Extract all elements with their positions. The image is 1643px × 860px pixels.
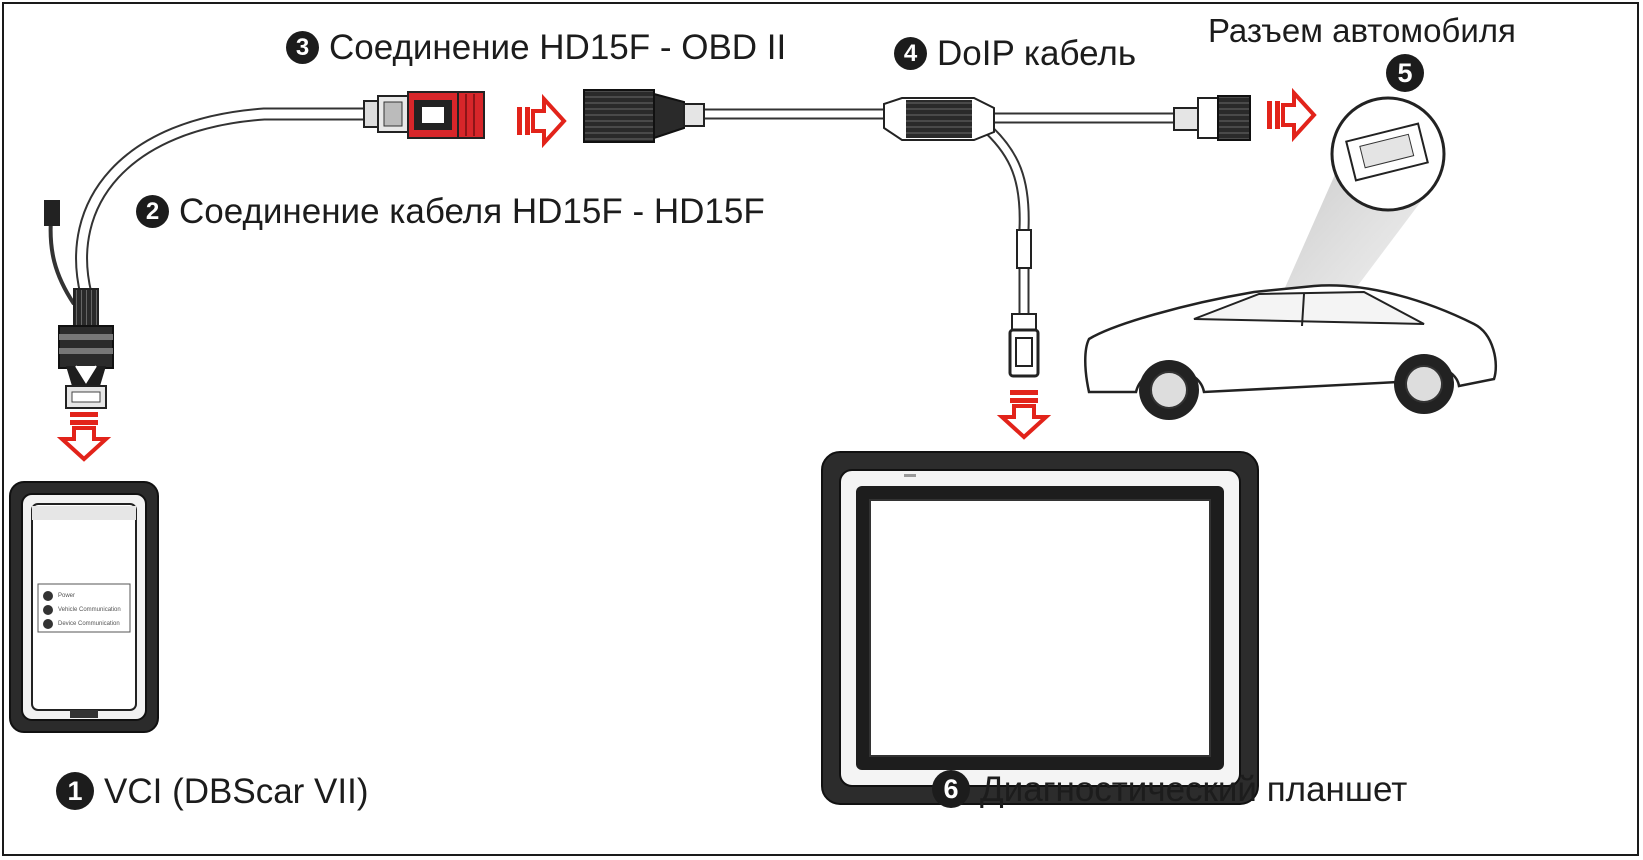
- step-badge-1: 1: [56, 772, 94, 810]
- step-badge-4: 4: [894, 37, 927, 70]
- step-badge-3: 3: [286, 31, 319, 64]
- vehicle: [1084, 154, 1498, 420]
- doip-cable: [583, 89, 1251, 378]
- arrow-down-tablet: [996, 390, 1052, 440]
- arrow-right-1: [517, 93, 567, 149]
- label-hd15-obd-text: Соединение HD15F - OBD II: [329, 28, 787, 67]
- label-vehicle-port: Разъем автомобиля: [1208, 14, 1516, 47]
- vci-device: [9, 481, 159, 733]
- diagnostic-tablet: [821, 451, 1259, 805]
- arrow-right-2: [1267, 87, 1317, 143]
- vci-panel-line2: Vehicle Communication: [58, 607, 121, 613]
- hd15-cable: [44, 107, 381, 306]
- label-vehicle-port-text: Разъем автомобиля: [1208, 12, 1516, 49]
- arrow-down-vci: [56, 412, 112, 462]
- label-hd15-obd: 3 Соединение HD15F - OBD II: [286, 30, 786, 65]
- hd15-obd-connector: [363, 91, 485, 139]
- label-vci: 1 VCI (DBScar VII): [56, 772, 368, 810]
- step-badge-6: 6: [932, 770, 970, 808]
- connection-diagram: [9, 87, 1498, 805]
- step-badge-5: 5: [1386, 54, 1424, 92]
- label-hd15-cable: 2 Соединение кабеля HD15F - HD15F: [136, 194, 765, 229]
- vci-panel-line1: Power: [58, 593, 76, 599]
- label-doip-text: DoIP кабель: [937, 34, 1137, 73]
- vci-panel-line3: Device Communication: [58, 621, 120, 627]
- label-hd15-cable-text: Соединение кабеля HD15F - HD15F: [179, 192, 765, 231]
- label-vehicle-port-badge: 5: [1386, 54, 1434, 92]
- step-badge-2: 2: [136, 195, 169, 228]
- label-tablet-text: Диагностический планшет: [980, 769, 1408, 809]
- label-vci-text: VCI (DBScar VII): [104, 771, 369, 811]
- label-doip: 4 DoIP кабель: [894, 36, 1136, 71]
- label-tablet: 6 Диагностический планшет: [932, 770, 1407, 808]
- db15-connector-vertical: [58, 288, 114, 409]
- vehicle-port-zoom: [1330, 96, 1446, 212]
- side-plug-icon: [44, 200, 60, 226]
